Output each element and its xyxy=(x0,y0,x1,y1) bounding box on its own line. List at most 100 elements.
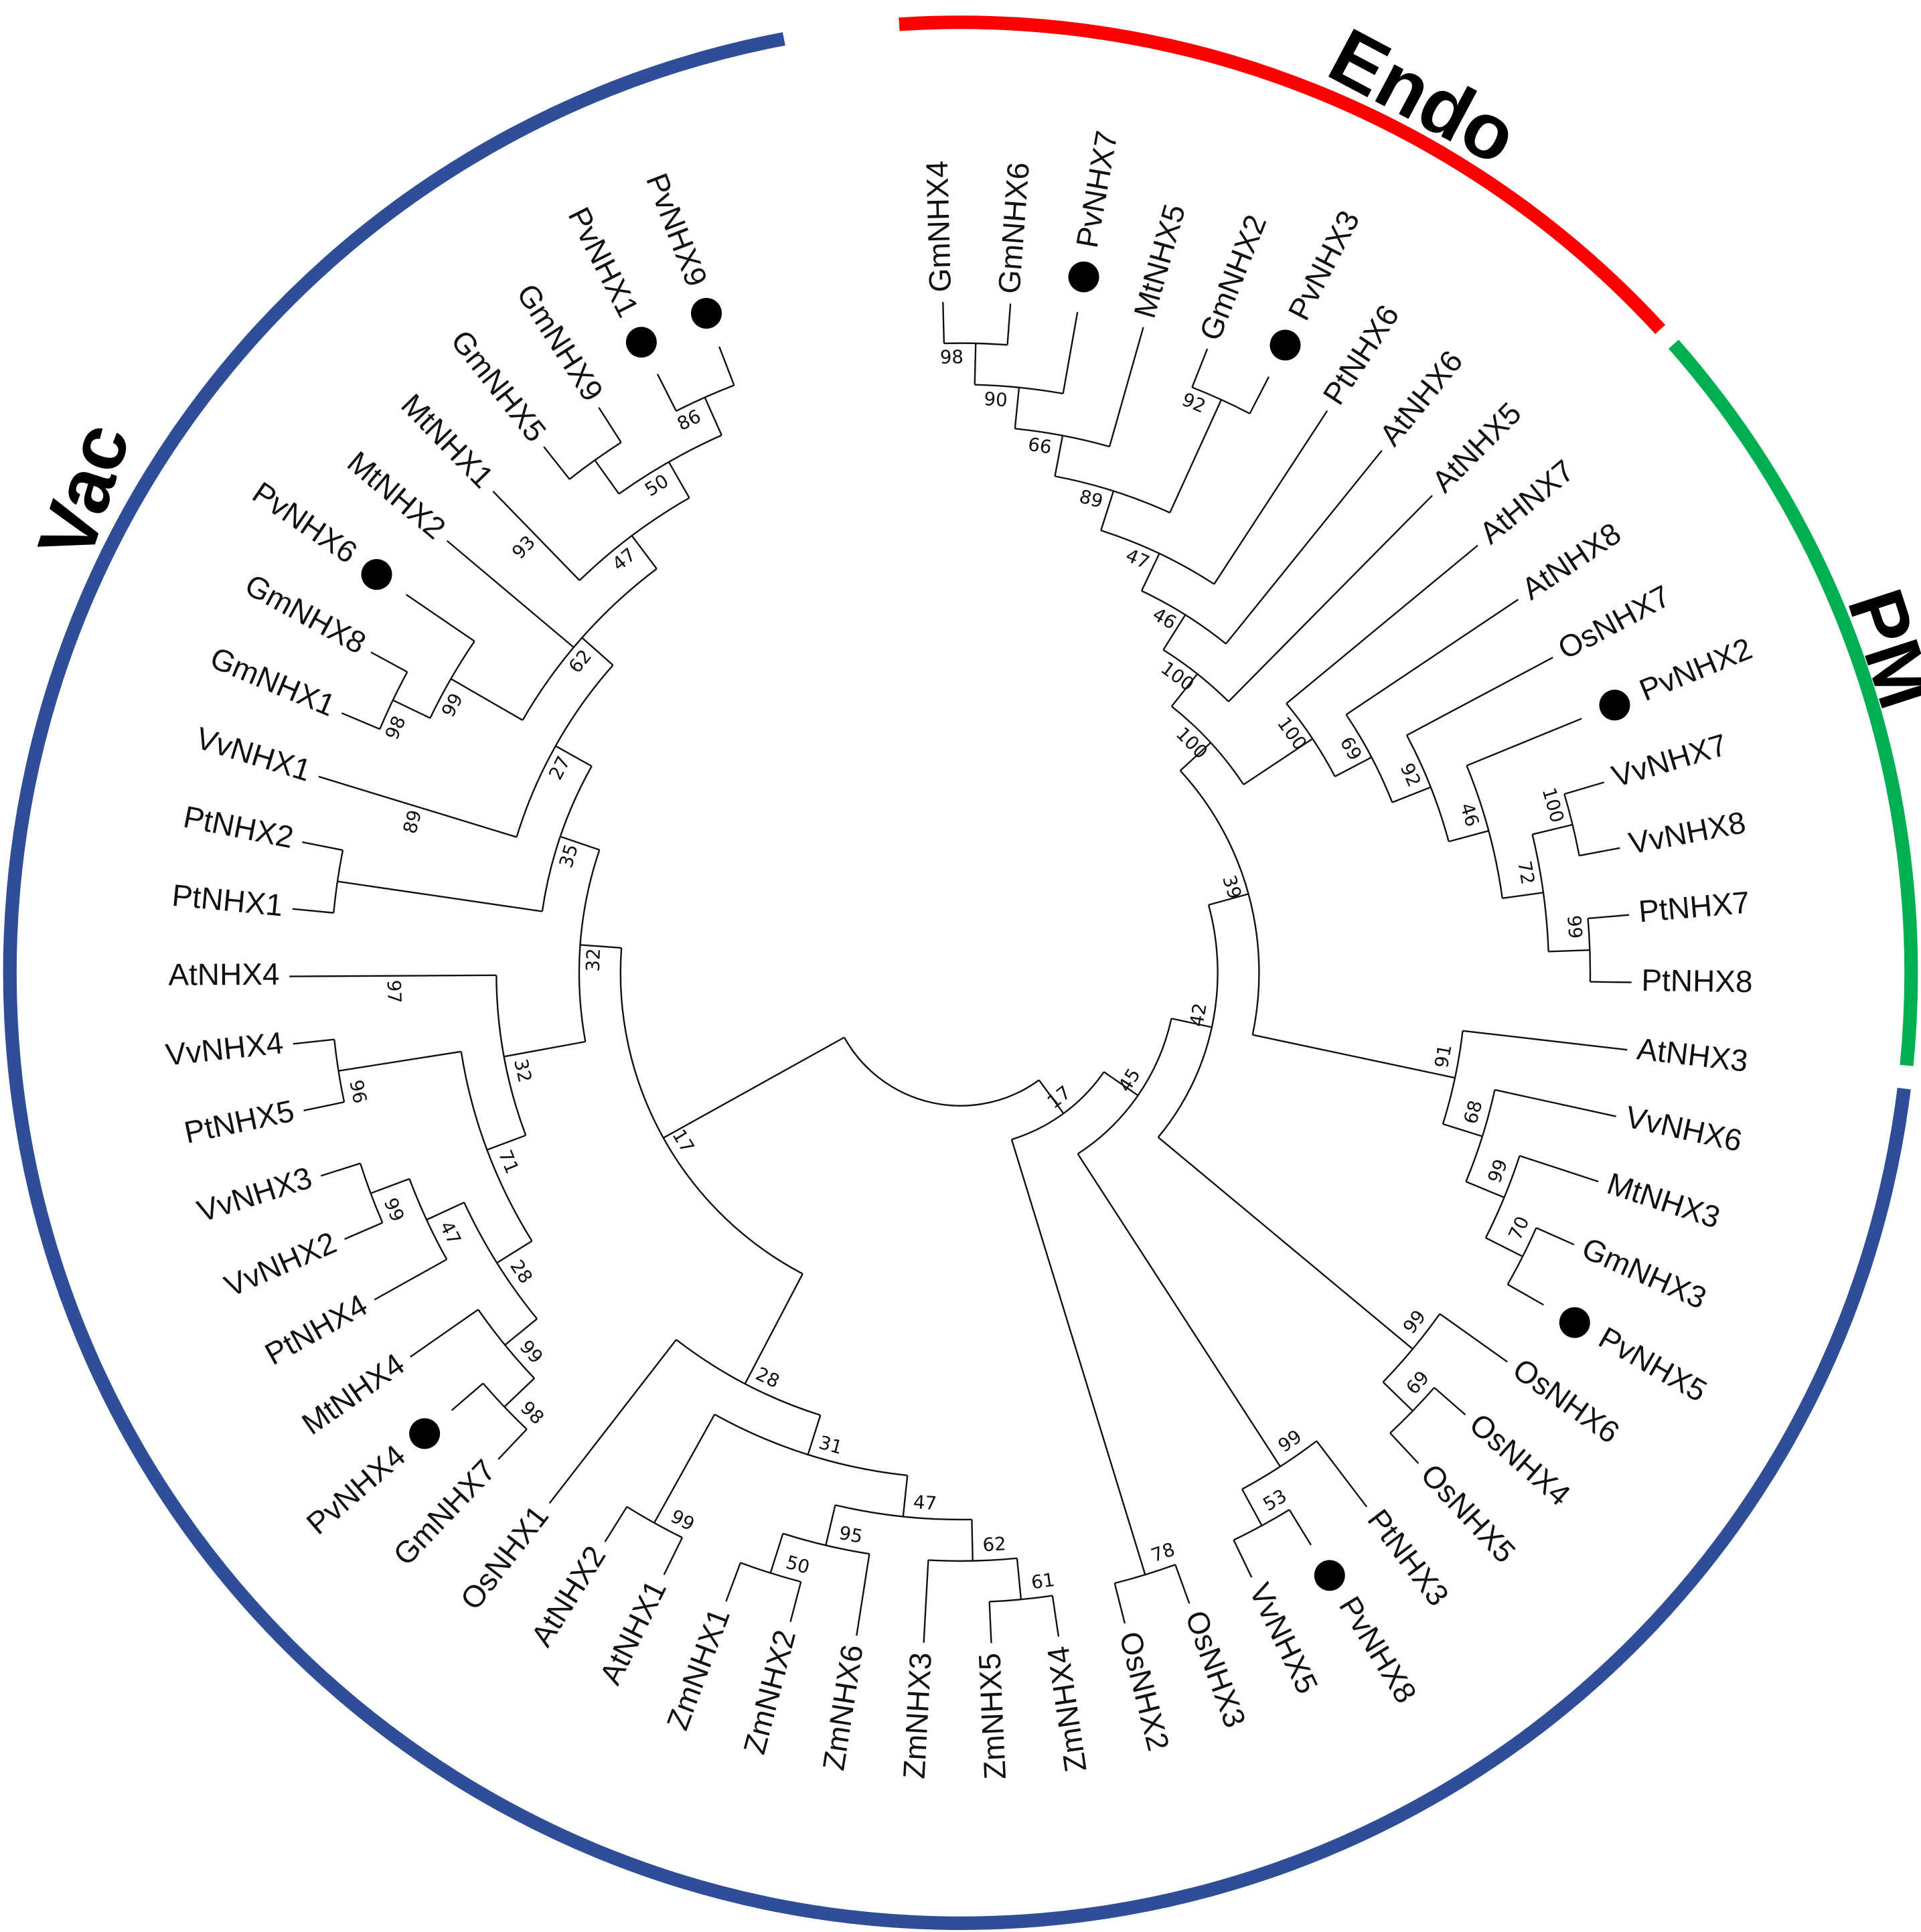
branch-arc xyxy=(1179,770,1260,1036)
leaf-label: VvNHX3 xyxy=(193,1160,316,1229)
leaf-label: ZmNHX5 xyxy=(972,1652,1012,1780)
bootstrap-value: 70 xyxy=(1504,1213,1534,1244)
branch-arc xyxy=(578,850,601,1042)
leaf-label: OsNHX4 xyxy=(1463,1406,1578,1513)
leaf-label: PtNHX3 xyxy=(1361,1503,1456,1613)
branch-internal xyxy=(1157,1136,1413,1350)
branch-leaf xyxy=(656,374,677,412)
branch-leaf xyxy=(410,1309,479,1358)
branch-leaf xyxy=(1579,847,1620,857)
leaf-label: AtHNX7 xyxy=(1472,453,1580,550)
leaf-label: AtNHX2 xyxy=(524,1540,612,1652)
group-arc-endo xyxy=(899,15,1666,334)
branch-arc xyxy=(1241,1440,1318,1490)
branch-leaf xyxy=(1439,1313,1508,1363)
branch-leaf xyxy=(789,1581,802,1623)
branch-leaf xyxy=(1108,327,1144,447)
branch-leaf xyxy=(1062,311,1079,394)
bootstrap-value: 99 xyxy=(380,1194,409,1224)
branch-leaf xyxy=(725,1562,742,1602)
leaf-label: OsNHX7 xyxy=(1552,578,1676,666)
branch-leaf xyxy=(320,1162,361,1177)
branch-arc xyxy=(522,568,658,721)
branch-internal xyxy=(1077,1153,1282,1467)
branch-internal xyxy=(807,1415,822,1455)
branch-arc xyxy=(1162,649,1229,702)
bootstrap-value: 71 xyxy=(494,1147,524,1177)
branch-internal xyxy=(663,1036,845,1139)
branch-internal xyxy=(1103,1071,1139,1097)
branch-leaf xyxy=(1466,718,1582,767)
branch-internal xyxy=(337,880,542,912)
branch-internal xyxy=(1252,1034,1456,1079)
branch-arc xyxy=(463,1202,538,1319)
group-label-endo: Endo xyxy=(1316,11,1531,181)
bootstrap-value: 47 xyxy=(608,544,640,576)
branch-internal xyxy=(581,637,614,666)
branch-arc xyxy=(1011,1071,1105,1141)
branch-internal xyxy=(653,1414,716,1524)
bootstrap-value: 89 xyxy=(1077,485,1105,513)
branch-arc xyxy=(1055,475,1170,513)
bootstrap-value: 97 xyxy=(383,979,406,1003)
bootstrap-value: 90 xyxy=(984,388,1008,411)
branch-arc xyxy=(1465,1089,1496,1182)
branch-arc xyxy=(1389,1386,1435,1434)
branch-internal xyxy=(1208,893,1249,906)
branch-leaf xyxy=(1563,781,1604,795)
bootstrap-value: 78 xyxy=(1148,1538,1178,1566)
branch-internal xyxy=(1243,738,1313,785)
bootstrap-value: 42 xyxy=(1185,1001,1211,1028)
branch-arc xyxy=(495,975,527,1136)
bootstrap-value: 62 xyxy=(982,1532,1007,1556)
branch-leaf xyxy=(341,712,380,730)
branch-arc xyxy=(1466,765,1503,898)
leaf-label: ZmNHX2 xyxy=(737,1626,802,1757)
branch-arc xyxy=(1157,904,1219,1138)
leaf-label: MtNHX2 xyxy=(341,445,452,546)
branch-internal xyxy=(580,944,622,949)
branch-internal xyxy=(504,1378,535,1408)
branch-internal xyxy=(560,835,600,851)
branch-internal xyxy=(1179,742,1211,772)
branch-internal xyxy=(1532,823,1573,835)
branch-internal xyxy=(1010,1139,1146,1575)
branch-leaf xyxy=(543,446,570,480)
bootstrap-value: 69 xyxy=(1336,733,1367,764)
branch-arc xyxy=(1563,793,1580,856)
branch-leaf xyxy=(1345,598,1519,716)
leaf-label: OsNHX3 xyxy=(1179,1606,1253,1732)
bootstrap-value: 31 xyxy=(816,1431,845,1459)
group-label-pm: PM xyxy=(1831,579,1921,719)
branch-internal xyxy=(1548,949,1590,953)
branch-arc xyxy=(1100,530,1215,585)
pv-marker-dot-icon xyxy=(1314,1560,1345,1591)
branch-internal xyxy=(902,1475,909,1517)
leaf-label: GmNHX4 xyxy=(919,160,957,293)
branch-arc xyxy=(1531,834,1549,952)
bootstrap-value: 50 xyxy=(783,1551,812,1579)
bootstrap-value: 91 xyxy=(1430,1043,1456,1070)
branch-internal xyxy=(370,1178,410,1194)
branch-leaf xyxy=(718,346,735,386)
branch-arc xyxy=(676,384,735,412)
leaf-label: VvNHX1 xyxy=(192,720,315,788)
branch-arc xyxy=(333,1039,345,1103)
branch-arc xyxy=(1484,1155,1521,1238)
branch-leaf xyxy=(1249,376,1270,414)
leaf-label: PtNHX2 xyxy=(181,799,297,854)
bootstrap-value: 66 xyxy=(1026,433,1053,459)
branch-internal xyxy=(1448,829,1489,843)
leaf-label: MtNHX3 xyxy=(1603,1165,1724,1234)
leaf-label: AtNHX5 xyxy=(1425,396,1528,499)
branch-leaf xyxy=(374,1259,447,1301)
branch-internal xyxy=(631,535,658,570)
leaf-label: AtNHX6 xyxy=(1373,344,1470,453)
branch-leaf xyxy=(942,302,945,343)
leaf-label: ZmNHX4 xyxy=(1041,1644,1093,1775)
branch-arc xyxy=(1286,703,1336,777)
leaf-label: PvNHX8 xyxy=(1332,1590,1424,1708)
branch-internal xyxy=(1485,1237,1523,1258)
branch-arc xyxy=(359,1163,384,1223)
